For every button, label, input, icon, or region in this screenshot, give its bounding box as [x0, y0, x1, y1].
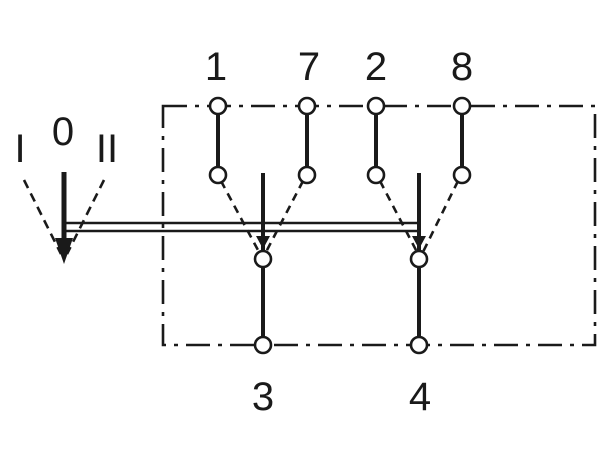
terminal-node-1: [208, 96, 228, 116]
position-label-ii: II: [96, 127, 118, 171]
contact-node-2: [366, 165, 386, 185]
terminal-label-4: 4: [409, 375, 431, 419]
lever-dashed-right: [65, 179, 106, 255]
terminal-label-2: 2: [365, 45, 387, 89]
terminal-label-1: 1: [205, 45, 227, 89]
mechanical-linkage: [64, 221, 418, 233]
terminal-nodes: [208, 96, 472, 355]
terminal-node-2: [366, 96, 386, 116]
contact-node-8: [452, 165, 472, 185]
pivot-node-left: [253, 249, 273, 269]
terminal-node-3: [253, 335, 273, 355]
common-leads: [261, 266, 421, 338]
terminal-label-8: 8: [451, 45, 473, 89]
blade-right-tip: [412, 236, 426, 249]
terminal-node-4: [409, 335, 429, 355]
upper-contacts: [216, 106, 464, 175]
terminal-label-3: 3: [252, 375, 274, 419]
terminal-label-7: 7: [298, 45, 320, 89]
actuator-lever: [22, 172, 106, 264]
terminal-node-7: [297, 96, 317, 116]
switch-housing-boundary: [161, 104, 597, 347]
contact-node-1: [208, 165, 228, 185]
position-label-i: I: [14, 127, 25, 171]
blade-left-tip: [256, 236, 270, 249]
lever-arrowhead: [55, 238, 73, 264]
contact-node-7: [297, 165, 317, 185]
lever-dashed-left: [22, 179, 63, 255]
pivot-node-right: [409, 249, 429, 269]
movable-contacts: [256, 173, 426, 252]
position-label-0: 0: [52, 110, 74, 154]
terminal-node-8: [452, 96, 472, 116]
